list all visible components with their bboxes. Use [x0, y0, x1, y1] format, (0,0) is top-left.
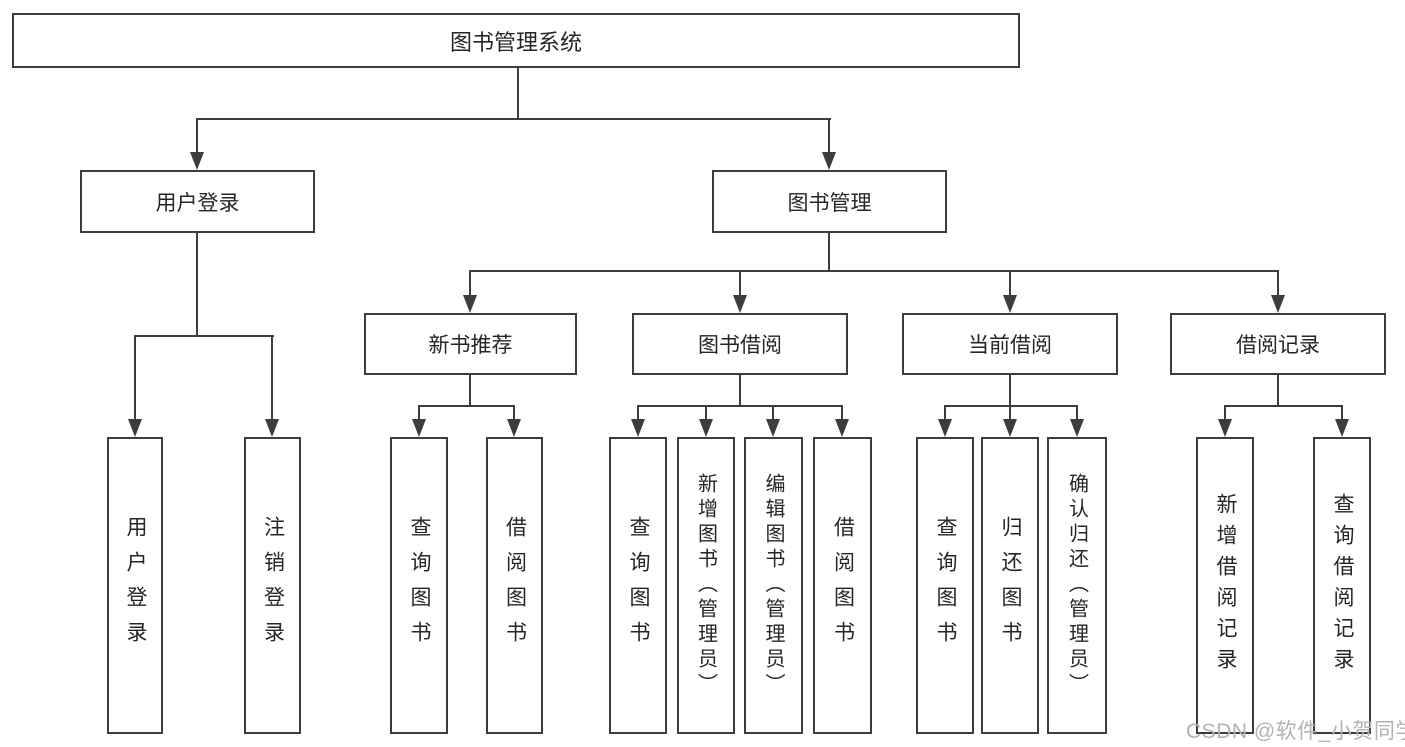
arrow-down-icon [1218, 419, 1232, 437]
arrow-down-icon [463, 295, 477, 313]
node-book-borrowing: 图书借阅 [632, 313, 848, 375]
arrow-down-icon [265, 419, 279, 437]
connector-line [828, 233, 830, 272]
arrow-down-icon [190, 152, 204, 170]
arrow-down-icon [822, 152, 836, 170]
connector-line [1341, 405, 1343, 419]
connector-line [1009, 375, 1011, 405]
leaf-label: 新增借阅记录 [1214, 492, 1237, 679]
connector-line [637, 405, 639, 419]
connector-line [418, 405, 515, 407]
leaf-edit-book-admin: 编辑图书（管理员） [744, 437, 803, 734]
leaf-label: 新增图书（管理员） [694, 473, 717, 698]
connector-line [944, 405, 946, 419]
connector-line [469, 270, 471, 295]
leaf-add-borrow-record: 新增借阅记录 [1196, 437, 1254, 734]
connector-line [196, 118, 198, 154]
leaf-query-borrow-record: 查询借阅记录 [1313, 437, 1371, 734]
leaf-return-book: 归还图书 [981, 437, 1039, 734]
node-library-management-system: 图书管理系统 [12, 13, 1020, 68]
leaf-confirm-return-admin: 确认归还（管理员） [1047, 437, 1107, 734]
connector-line [1009, 270, 1011, 295]
leaf-label: 查询图书 [408, 515, 431, 656]
arrow-down-icon [938, 419, 952, 437]
connector-line [134, 335, 136, 419]
leaf-label: 查询图书 [934, 515, 957, 656]
leaf-label: 用户登录 [124, 515, 147, 656]
arrow-down-icon [631, 419, 645, 437]
leaf-logout: 注销登录 [244, 437, 301, 734]
connector-line [1009, 405, 1011, 419]
arrow-down-icon [412, 419, 426, 437]
leaf-label: 确认归还（管理员） [1065, 473, 1088, 698]
leaf-add-book-admin: 新增图书（管理员） [677, 437, 735, 734]
connector-line [271, 335, 273, 419]
connector-line [1277, 270, 1279, 295]
arrow-down-icon [507, 419, 521, 437]
leaf-borrow-book-recommend: 借阅图书 [486, 437, 543, 734]
connector-line [944, 405, 1078, 407]
leaf-label: 借阅图书 [503, 515, 527, 656]
connector-line [196, 118, 831, 120]
leaf-user-login: 用户登录 [107, 437, 163, 734]
arrow-down-icon [1003, 419, 1017, 437]
connector-line [469, 270, 1279, 272]
arrow-down-icon [1070, 419, 1084, 437]
node-label: 图书管理系统 [449, 29, 582, 55]
connector-line [705, 405, 707, 419]
node-new-book-recommend: 新书推荐 [364, 313, 577, 375]
connector-line [739, 270, 741, 295]
node-label: 当前借阅 [968, 334, 1052, 357]
connector-line [513, 405, 515, 419]
connector-line [739, 375, 741, 405]
leaf-query-book-current: 查询图书 [916, 437, 974, 734]
node-user-login: 用户登录 [80, 170, 315, 233]
leaf-label: 归还图书 [999, 515, 1022, 656]
leaf-label: 查询图书 [627, 515, 650, 656]
connector-line [469, 375, 471, 405]
connector-line [517, 68, 519, 118]
connector-line [134, 335, 274, 337]
leaf-query-book-borrowing: 查询图书 [609, 437, 667, 734]
arrow-down-icon [733, 295, 747, 313]
leaf-borrow-book-borrowing: 借阅图书 [813, 437, 872, 734]
connector-line [828, 118, 830, 154]
arrow-down-icon [1271, 295, 1285, 313]
connector-line [772, 405, 774, 419]
arrow-down-icon [1003, 295, 1017, 313]
connector-line [1224, 405, 1343, 407]
connector-line [1076, 405, 1078, 419]
node-borrow-records: 借阅记录 [1170, 313, 1386, 375]
arrow-down-icon [128, 419, 142, 437]
leaf-label: 查询借阅记录 [1331, 492, 1354, 679]
csdn-watermark: CSDN @软件_小贺同学 [1186, 720, 1405, 743]
arrow-down-icon [835, 419, 849, 437]
node-label: 借阅记录 [1236, 334, 1320, 357]
connector-line [1224, 405, 1226, 419]
node-label: 图书借阅 [698, 334, 782, 357]
connector-line [1277, 375, 1279, 405]
connector-line [418, 405, 420, 419]
leaf-query-book-recommend: 查询图书 [390, 437, 448, 734]
arrow-down-icon [766, 419, 780, 437]
node-label: 新书推荐 [428, 334, 513, 357]
node-label: 用户登录 [155, 191, 240, 215]
leaf-label: 编辑图书（管理员） [762, 473, 784, 698]
connector-line [637, 405, 843, 407]
node-book-management: 图书管理 [712, 170, 947, 233]
arrow-down-icon [1335, 419, 1349, 437]
node-current-borrowing: 当前借阅 [902, 313, 1118, 375]
leaf-label: 借阅图书 [831, 515, 855, 656]
connector-line [841, 405, 843, 419]
leaf-label: 注销登录 [261, 515, 285, 656]
node-label: 图书管理 [787, 191, 872, 215]
connector-line [196, 233, 198, 335]
arrow-down-icon [699, 419, 713, 437]
